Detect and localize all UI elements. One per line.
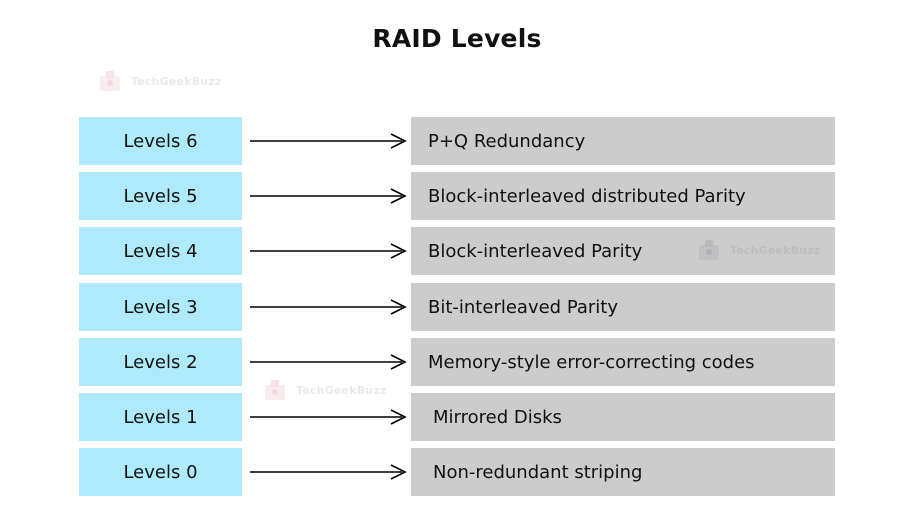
level-description: Memory-style error-correcting codes (411, 338, 835, 386)
raid-row-1: Levels 1 Mirrored Disks (0, 393, 914, 441)
raid-row-6: Levels 6 P+Q Redundancy (0, 117, 914, 165)
arrow-icon (250, 354, 407, 370)
watermark-logo-icon (699, 240, 719, 260)
arrow-icon (250, 409, 407, 425)
arrow-icon (250, 243, 407, 259)
arrow-icon (250, 299, 407, 315)
watermark: TechGeekBuzz (97, 68, 222, 94)
raid-row-4: Levels 4 Block-interleaved Parity (0, 227, 914, 275)
watermark-logo-icon (100, 71, 120, 91)
level-description: Mirrored Disks (411, 393, 835, 441)
level-label: Levels 3 (79, 283, 242, 331)
raid-row-3: Levels 3 Bit-interleaved Parity (0, 283, 914, 331)
level-description: P+Q Redundancy (411, 117, 835, 165)
page-title: RAID Levels (372, 24, 542, 53)
watermark-logo-icon (265, 380, 285, 400)
watermark: TechGeekBuzz (262, 377, 387, 403)
level-description: Block-interleaved distributed Parity (411, 172, 835, 220)
arrow-icon (250, 464, 407, 480)
level-label: Levels 0 (79, 448, 242, 496)
watermark-text: TechGeekBuzz (296, 383, 387, 397)
raid-row-5: Levels 5 Block-interleaved distributed P… (0, 172, 914, 220)
level-label: Levels 4 (79, 227, 242, 275)
level-label: Levels 2 (79, 338, 242, 386)
watermark-text: TechGeekBuzz (131, 74, 222, 88)
level-label: Levels 1 (79, 393, 242, 441)
level-description: Non-redundant striping (411, 448, 835, 496)
level-label: Levels 5 (79, 172, 242, 220)
arrow-icon (250, 133, 407, 149)
level-description: Bit-interleaved Parity (411, 283, 835, 331)
watermark-text: TechGeekBuzz (730, 243, 821, 257)
raid-row-2: Levels 2 Memory-style error-correcting c… (0, 338, 914, 386)
watermark: TechGeekBuzz (696, 237, 821, 263)
arrow-icon (250, 188, 407, 204)
level-label: Levels 6 (79, 117, 242, 165)
level-description: Block-interleaved Parity (411, 227, 835, 275)
raid-row-0: Levels 0 Non-redundant striping (0, 448, 914, 496)
